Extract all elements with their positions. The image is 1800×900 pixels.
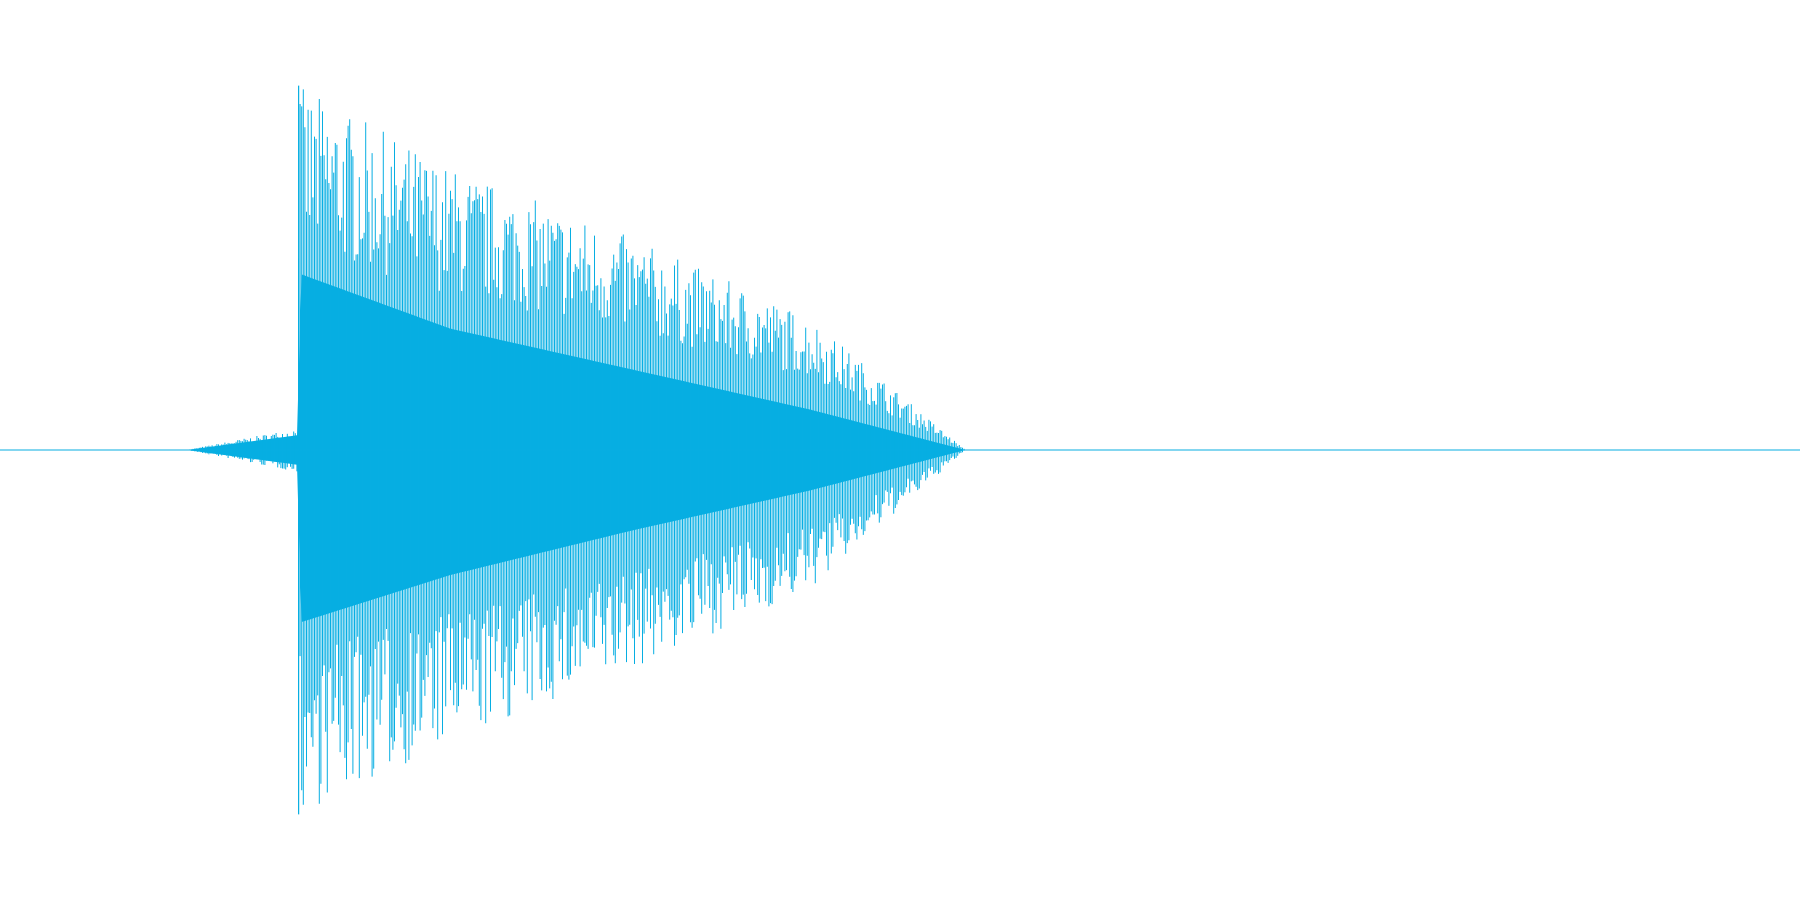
waveform-bars xyxy=(0,85,1800,815)
